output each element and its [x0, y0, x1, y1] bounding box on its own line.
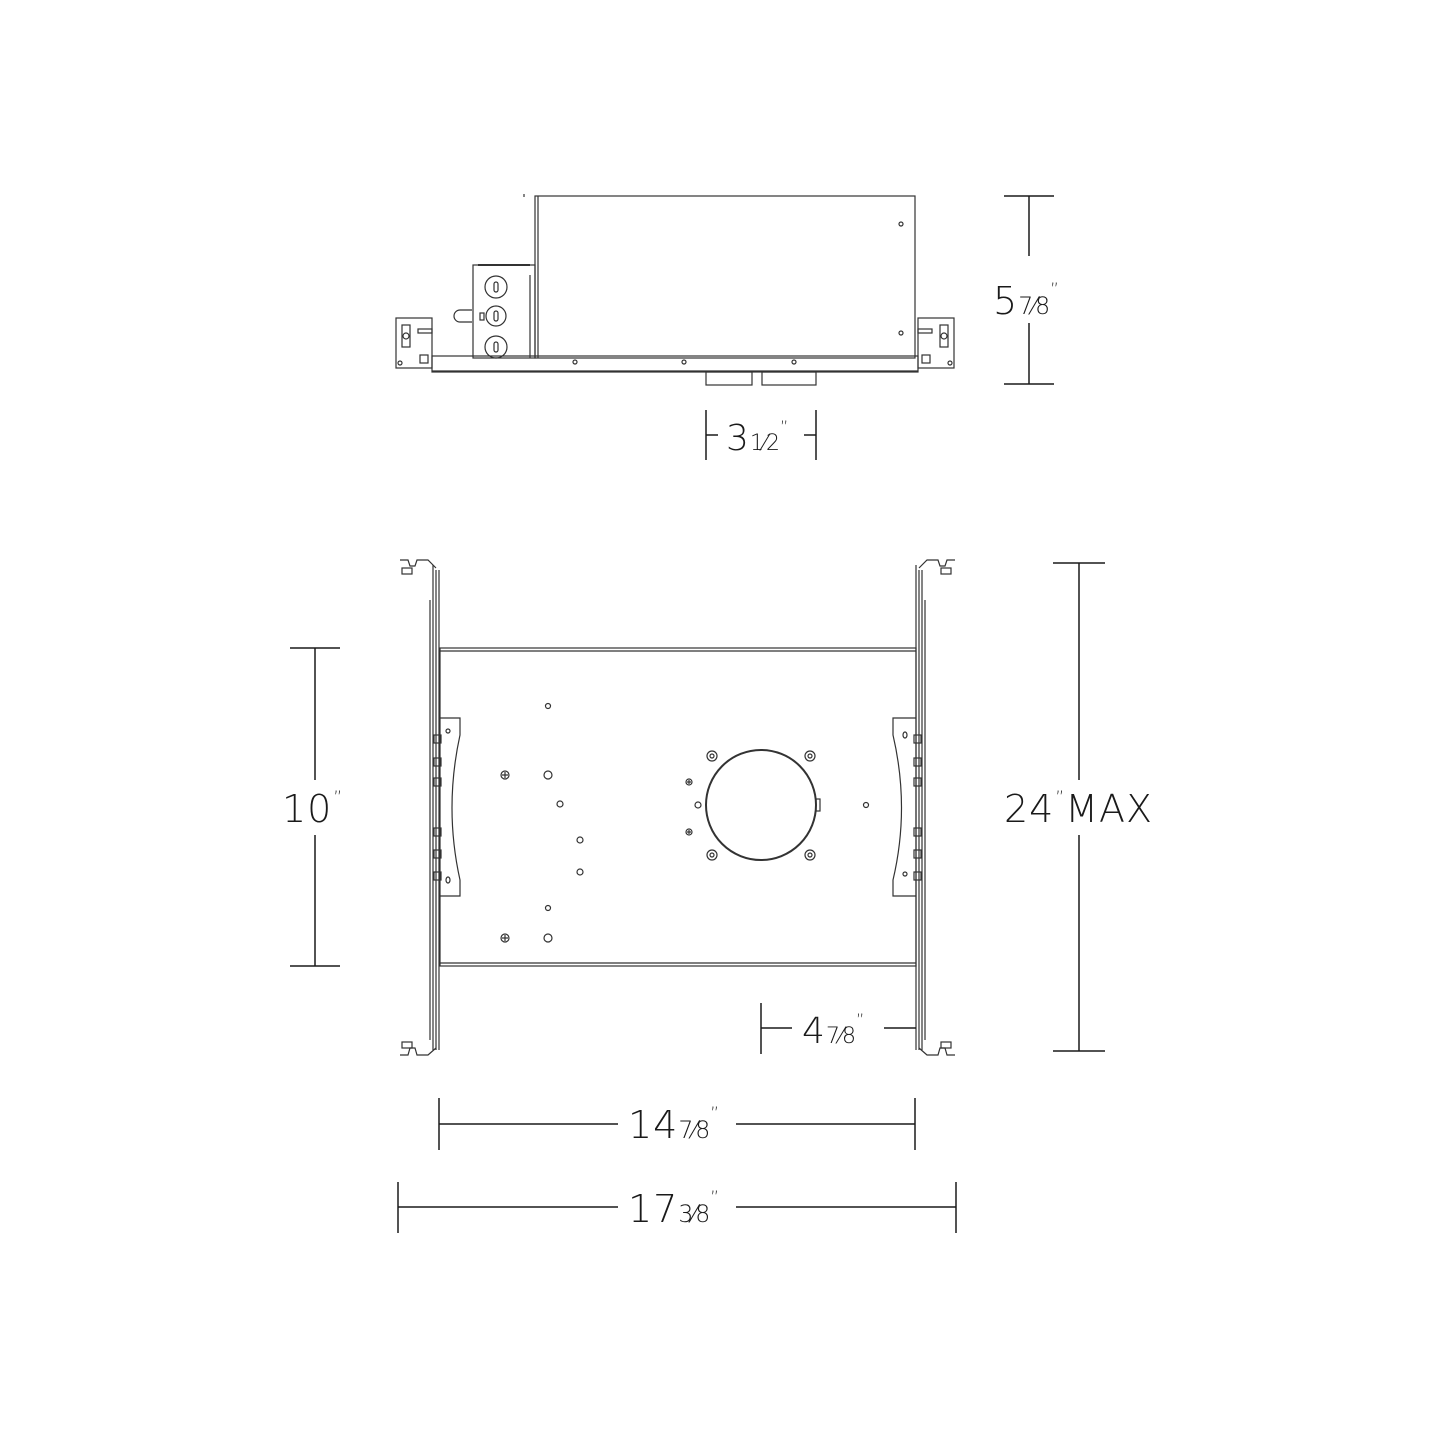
dim-suffix: MAX: [1065, 787, 1154, 831]
inch-mark: ”: [780, 417, 790, 436]
side-elevation-view: [395, 194, 955, 386]
dim-whole: 10: [282, 787, 333, 831]
knockout-top: [484, 275, 508, 299]
inch-mark: ”: [333, 788, 344, 809]
dim-whole: 14: [628, 1103, 679, 1147]
left-bar-hanger: [400, 559, 461, 1056]
dim-whole: 5: [993, 279, 1019, 323]
label-aperture-offset: 47⁄8”: [802, 1010, 866, 1052]
label-plan-max-height: 24”MAX: [1004, 787, 1154, 831]
inch-mark: ”: [710, 1188, 721, 1209]
dim-fraction: 7⁄8: [678, 1116, 710, 1144]
aperture-opening: [705, 749, 817, 861]
right-hanger-bracket: [917, 317, 955, 369]
dim-overall-width: [397, 1182, 957, 1233]
dim-inner-width: [438, 1098, 916, 1150]
label-side-height: 57⁄8”: [993, 282, 1060, 320]
aperture-collar-left: [705, 371, 753, 386]
dim-plan-max-height: [1053, 562, 1105, 1052]
dim-whole: 4: [802, 1010, 826, 1052]
screw-head: [500, 770, 510, 780]
inch-mark: ”: [710, 1104, 721, 1125]
dim-fraction: 7⁄8: [1018, 292, 1050, 320]
label-plan-height: 10”: [282, 787, 344, 831]
left-hanger-bracket: [395, 317, 433, 369]
mounting-plate: [439, 647, 917, 967]
dim-side-bottom-width: [705, 410, 817, 460]
dim-fraction: 3⁄8: [678, 1200, 710, 1228]
screw-head: [500, 933, 510, 943]
driver-box: [534, 195, 916, 359]
inch-mark: ”: [1050, 280, 1060, 301]
label-side-bottom-width: 31⁄2”: [726, 417, 790, 459]
label-inner-width: 147⁄8”: [628, 1103, 721, 1147]
dim-fraction: 7⁄8: [825, 1022, 856, 1049]
top-plan-view: [400, 559, 955, 1056]
knockout-middle: [485, 305, 507, 327]
inch-mark: ”: [1055, 788, 1066, 809]
knockout-bottom: [484, 335, 508, 359]
dim-fraction: 1⁄2: [749, 429, 780, 456]
dim-aperture-offset: [760, 1003, 916, 1054]
dim-whole: 3: [726, 417, 750, 459]
dim-whole: 24: [1004, 787, 1055, 831]
inch-mark: ”: [856, 1010, 866, 1029]
dim-plan-height: [290, 647, 340, 967]
label-overall-width: 173⁄8”: [628, 1187, 721, 1231]
dim-whole: 17: [628, 1187, 679, 1231]
aperture-collar-right: [761, 371, 817, 386]
dim-side-height: [1004, 195, 1054, 385]
right-bar-hanger: [892, 559, 955, 1056]
